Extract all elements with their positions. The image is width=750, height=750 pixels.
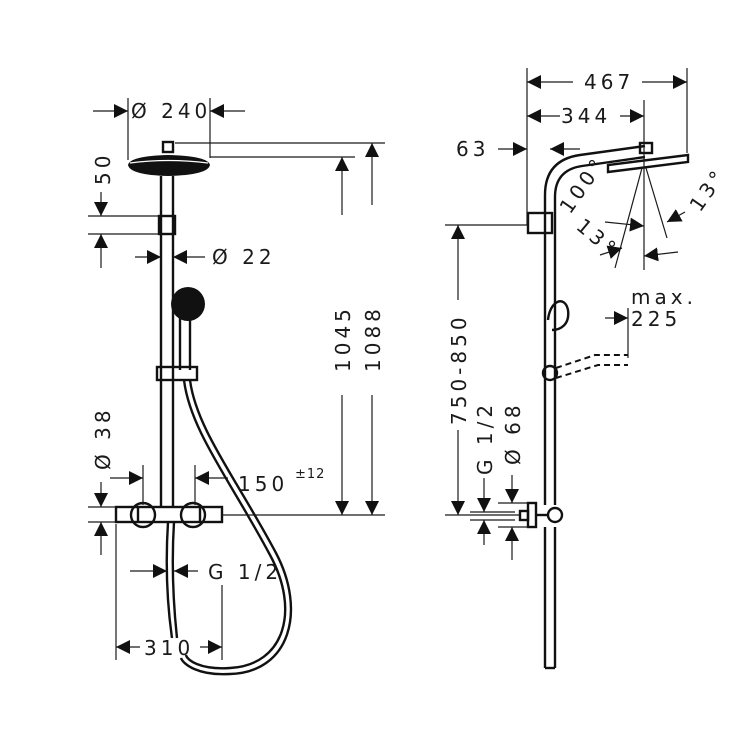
dim-connection-distance: 150: [238, 472, 288, 496]
side-view: max. 225 467 344 63 100° 13° 13° 750-850: [445, 68, 731, 670]
dim-tilt-right: 13°: [684, 163, 731, 216]
dim-max-value: 225: [631, 307, 681, 331]
front-view: Ø 240 50 Ø 22 1045 1088 Ø 38 150 ±12: [88, 98, 385, 676]
dim-height-1088: 1088: [361, 305, 385, 372]
dim-mixer-width: 310: [144, 636, 194, 660]
dim-total-reach: 467: [584, 70, 634, 94]
dim-rosette-diameter: Ø 68: [501, 401, 525, 465]
dim-head-height: 50: [91, 152, 115, 185]
hand-shower-icon: [155, 287, 205, 382]
slider-icon: [541, 364, 559, 382]
hand-shower-side-icon: [546, 300, 570, 332]
dim-thread-side: G 1/2: [473, 401, 497, 475]
dim-height-1045: 1045: [331, 305, 355, 372]
overhead-shower-icon: [128, 140, 210, 176]
dim-tolerance: ±12: [295, 467, 325, 482]
thermostat-side-icon: [518, 501, 564, 529]
dim-height-range: 750-850: [447, 313, 471, 425]
dim-head-diameter: Ø 240: [131, 99, 211, 123]
overhead-shower-side-icon: [606, 141, 690, 174]
dim-max-label: max.: [631, 285, 697, 309]
dim-mixer-diameter: Ø 38: [91, 406, 115, 470]
pipe-joint-side: [526, 211, 554, 235]
dim-thread-front: G 1/2: [208, 560, 282, 584]
dim-tilt-left: 13°: [572, 213, 624, 262]
dim-pipe-diameter: Ø 22: [212, 245, 276, 269]
dim-wall-offset: 63: [456, 137, 489, 161]
dim-arm-reach: 344: [561, 104, 611, 128]
hose: [182, 379, 287, 670]
pipe-joint: [157, 214, 177, 236]
